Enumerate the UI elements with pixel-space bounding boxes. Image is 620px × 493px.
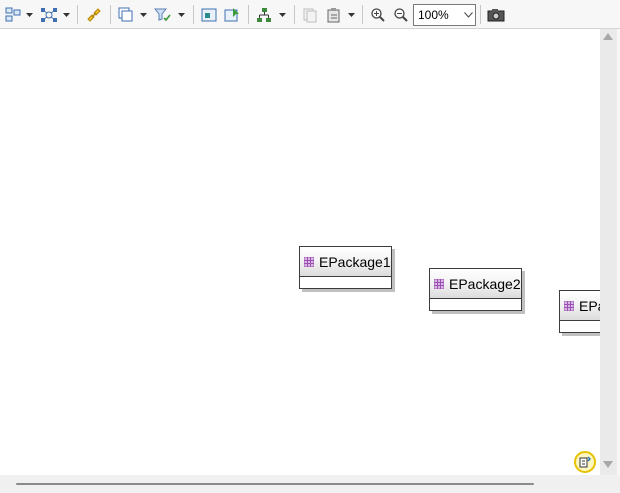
chevron-down-icon	[63, 12, 70, 17]
scroll-down-icon[interactable]	[603, 461, 613, 468]
select-dropdown[interactable]	[25, 4, 34, 25]
package-icon	[434, 278, 444, 289]
layout-icon	[257, 7, 271, 22]
diagram-toolbar: 100%	[0, 0, 620, 29]
zoom-in-icon	[371, 7, 385, 22]
toolbar-separator	[193, 5, 194, 24]
pin-button[interactable]	[222, 4, 242, 25]
chevron-down-icon	[140, 12, 147, 17]
epackage-node[interactable]: EPackage1	[299, 246, 392, 289]
chevron-down-icon	[348, 12, 355, 17]
paste-format-button[interactable]	[324, 4, 344, 25]
select-all-button[interactable]	[3, 4, 23, 25]
paste-dropdown[interactable]	[347, 4, 356, 25]
filter-icon	[154, 8, 171, 21]
layout-button[interactable]	[254, 4, 274, 25]
export-image-button[interactable]	[486, 4, 506, 25]
link-icon	[87, 7, 101, 22]
layers-dropdown[interactable]	[139, 4, 148, 25]
arrange-all-button[interactable]	[39, 4, 59, 25]
copy-format-icon	[303, 8, 317, 22]
chevron-down-icon	[279, 12, 286, 17]
zoom-dropdown[interactable]	[461, 5, 475, 25]
epackage-node[interactable]: EPa	[559, 290, 600, 333]
zoom-value[interactable]: 100%	[418, 8, 449, 22]
node-header[interactable]: EPackage2	[430, 269, 521, 299]
package-icon	[304, 256, 314, 267]
diagram-canvas[interactable]: EPackage1 EPackage2 EPa	[0, 29, 600, 475]
arrange-dropdown[interactable]	[62, 4, 71, 25]
layers-button[interactable]	[116, 4, 136, 25]
select-all-icon	[5, 7, 21, 21]
horizontal-scroll-thumb[interactable]	[16, 483, 534, 485]
copy-format-button[interactable]	[300, 4, 320, 25]
chevron-down-icon	[178, 12, 185, 17]
zoom-out-icon	[394, 7, 408, 22]
filter-button[interactable]	[153, 4, 173, 25]
toolbar-separator	[77, 5, 78, 24]
node-label: EPackage2	[449, 275, 521, 292]
layout-dropdown[interactable]	[278, 4, 287, 25]
toolbar-separator	[294, 5, 295, 24]
toolbar-separator	[110, 5, 111, 24]
paste-format-icon	[327, 7, 340, 22]
toolbar-separator	[362, 5, 363, 24]
link-button[interactable]	[84, 4, 104, 25]
camera-icon	[487, 8, 505, 21]
pin-icon	[224, 7, 239, 21]
chevron-down-icon	[463, 12, 473, 18]
zoom-in-button[interactable]	[368, 4, 388, 25]
scroll-corner	[617, 29, 620, 475]
toolbar-separator	[480, 5, 481, 24]
layers-icon	[118, 7, 133, 21]
sync-status-badge[interactable]	[574, 451, 596, 473]
epackage-node[interactable]: EPackage2	[429, 268, 522, 311]
package-icon	[564, 300, 574, 311]
zoom-out-button[interactable]	[391, 4, 411, 25]
arrange-all-icon	[41, 7, 57, 22]
horizontal-scrollbar[interactable]	[0, 475, 620, 493]
sync-status-icon	[579, 456, 591, 468]
toolbar-separator	[248, 5, 249, 24]
zoom-combo[interactable]: 100%	[413, 4, 476, 26]
node-label: EPackage1	[319, 253, 391, 270]
vertical-scrollbar[interactable]	[600, 29, 617, 475]
node-label: EPa	[579, 297, 600, 314]
view-icon	[201, 8, 217, 21]
chevron-down-icon	[26, 12, 33, 17]
view-button[interactable]	[199, 4, 219, 25]
scroll-up-icon[interactable]	[603, 33, 613, 40]
node-header[interactable]: EPa	[560, 291, 600, 321]
node-header[interactable]: EPackage1	[300, 247, 391, 277]
filter-dropdown[interactable]	[177, 4, 186, 25]
